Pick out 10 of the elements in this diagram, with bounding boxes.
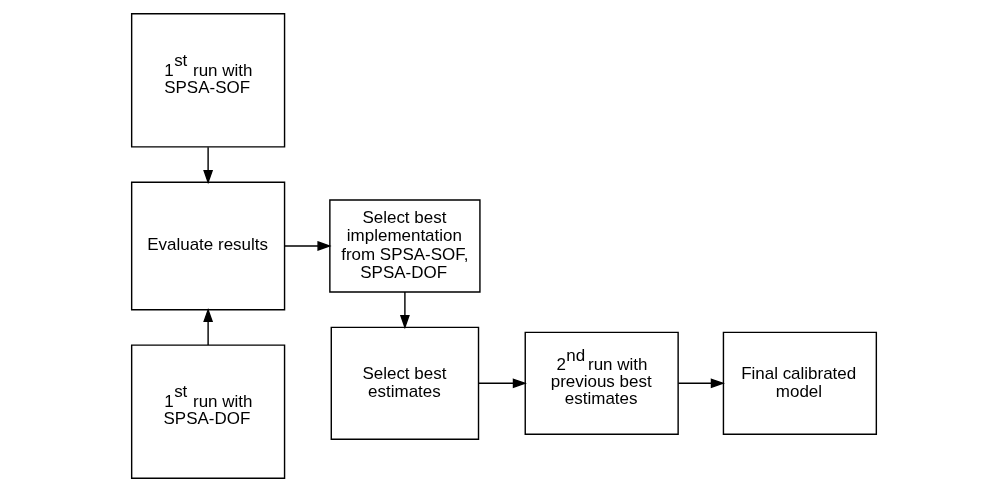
arrow [677,378,725,389]
arrow [478,378,527,389]
node-box: Evaluate results [130,181,286,311]
arrow [284,241,332,251]
node-box: Select best estimates [330,326,480,440]
arrow [203,307,214,346]
arrow [399,291,410,330]
node-box: Final calibrated model [722,331,878,435]
node-box: Select best implementation from SPSA-SOF, SPSA-DOF [329,199,481,293]
arrow [203,146,214,185]
